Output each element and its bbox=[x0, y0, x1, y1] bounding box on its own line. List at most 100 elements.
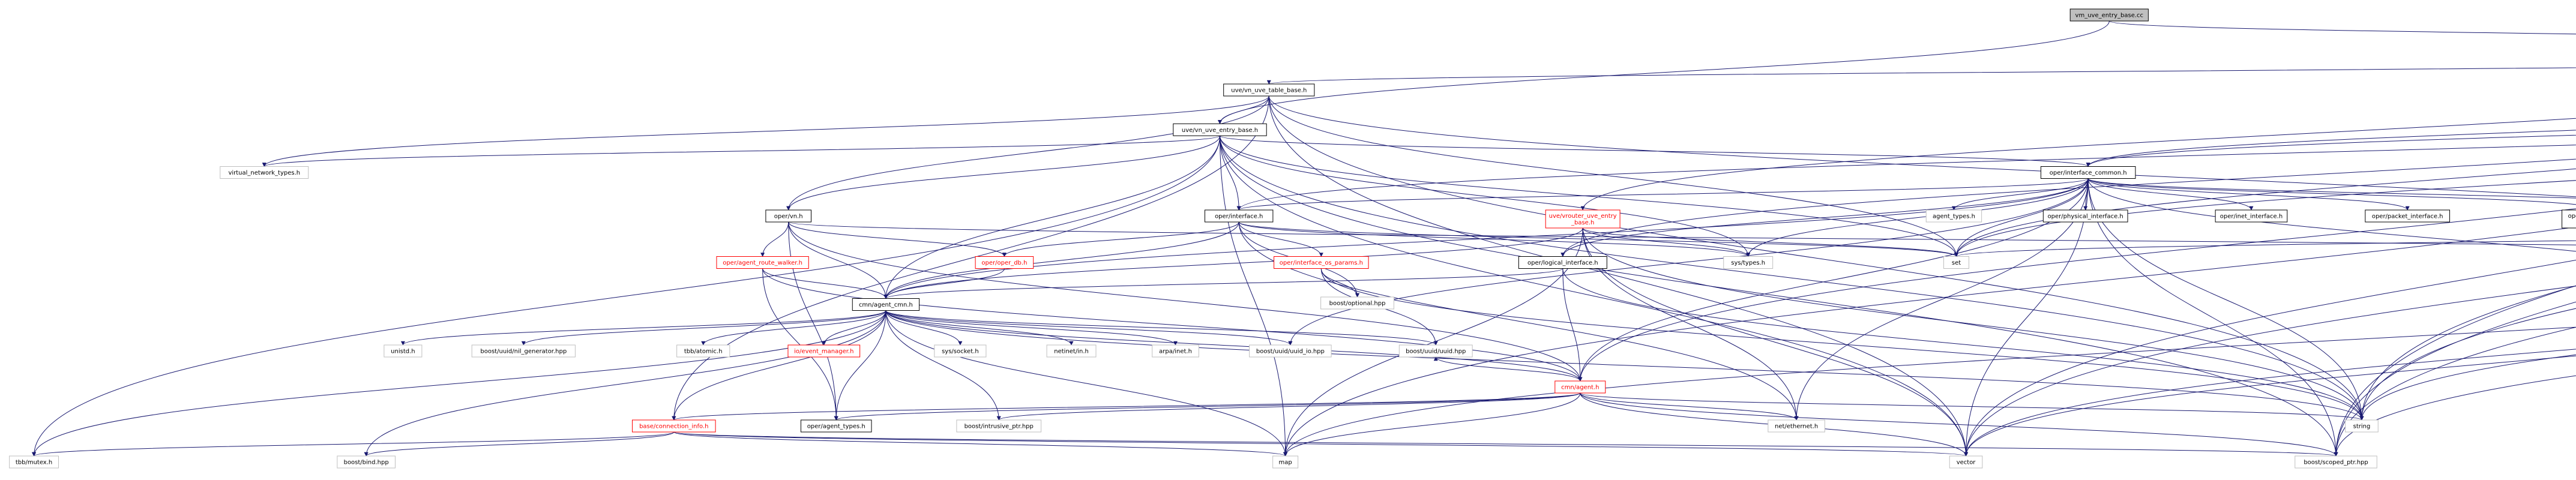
include-edge-oper_interface_common_h-to-cmn_agent_h bbox=[1578, 178, 2089, 382]
include-edge-cmn_agent_cmn_h-to-oper_agent_types_h bbox=[834, 310, 886, 421]
include-edge-uve_vrouter_uve_table_h-to-boost_scoped_ptr_hpp bbox=[2334, 301, 2576, 457]
node-oper-interface-common-h[interactable]: oper/interface_common.h bbox=[2040, 166, 2136, 179]
node-label: oper/vn.h bbox=[774, 214, 803, 220]
include-edge-uve_vn_uve_table_base_h-to-oper_vn_h bbox=[786, 95, 1269, 211]
node-uve-vn-uve-table-base-h[interactable]: uve/vn_uve_table_base.h bbox=[1223, 83, 1315, 97]
node-box bbox=[800, 419, 872, 433]
include-edge-base_connection_info_h-to-vector bbox=[673, 431, 1968, 457]
include-edge-uve_vn_uve_table_base_h-to-string bbox=[1268, 95, 2364, 421]
include-edge-cmn_agent_cmn_h-to-arpa_inet_h bbox=[885, 310, 1178, 346]
node-label: boost/uuid/nil_generator.hpp bbox=[480, 349, 567, 355]
include-edge-oper_interface_common_h-to-net_ethernet_h bbox=[1794, 178, 2089, 421]
node-uve-vrouter-uve-entry-base-h[interactable]: uve/vrouter_uve_entry_base.h bbox=[1545, 209, 1621, 229]
node-uve-vn-uve-entry-base-h[interactable]: uve/vn_uve_entry_base.h bbox=[1173, 123, 1267, 136]
include-edge-uve_vn_uve_table_base_h-to-virtual_network_types_h bbox=[262, 95, 1269, 167]
node-label: boost/intrusive_ptr.hpp bbox=[964, 424, 1034, 430]
node-vm-uve-entry-base-cc: vm_uve_entry_base.cc bbox=[2069, 8, 2149, 22]
node-layer: vm_uve_entry_base.ccuve/agent_uve_base.h… bbox=[9, 8, 2576, 469]
include-edge-uve_vn_uve_entry_base_h-to-oper_interface_h bbox=[1220, 136, 1241, 211]
node-box bbox=[384, 344, 423, 358]
node-oper-interface-os-params-h[interactable]: oper/interface_os_params.h bbox=[1274, 256, 1369, 269]
include-edge-cmn_agent_cmn_h-to-map bbox=[885, 310, 1288, 457]
include-edge-oper_interface_common_h-to-oper_interface_h bbox=[1237, 178, 2089, 211]
node-box bbox=[852, 298, 920, 311]
include-edge-cmn_agent_cmn_h-to-tbb_mutex_h bbox=[32, 310, 886, 457]
node-label: agent_types.h bbox=[1933, 214, 1975, 220]
include-edge-cmn_agent_h-to-map bbox=[1283, 392, 1581, 457]
include-edge-oper_interface_common_h-to-sys_types_h bbox=[1746, 178, 2089, 257]
node-oper-logical-interface-h[interactable]: oper/logical_interface.h bbox=[1518, 256, 1607, 269]
include-edge-uve_interface_uve_table_h-to-oper_interface_h bbox=[1236, 145, 2576, 211]
include-edge-oper_interface_common_h-to-vector bbox=[1964, 178, 2089, 457]
node-label: tbb/atomic.h bbox=[684, 349, 723, 355]
include-edge-uve_vn_uve_entry_base_h-to-oper_vn_h bbox=[786, 136, 1221, 211]
node-box bbox=[1249, 344, 1332, 358]
node-cmn-agent-h[interactable]: cmn/agent.h bbox=[1554, 380, 1606, 394]
node-label: virtual_network_types.h bbox=[228, 170, 300, 176]
include-edge-cmn_agent_h-to-oper_agent_types_h bbox=[834, 392, 1581, 421]
include-edge-oper_interface_os_params_h-to-boost_optional_hpp bbox=[1320, 268, 1360, 298]
node-label: uve/vn_uve_table_base.h bbox=[1231, 88, 1307, 94]
node-oper-inet-interface-h[interactable]: oper/inet_interface.h bbox=[2215, 209, 2288, 223]
include-edge-cmn_agent_cmn_h-to-boost_uuid_nil_generator_hpp bbox=[521, 310, 886, 346]
include-edge-cmn_agent_h-to-boost_uuid_uuid_hpp bbox=[1433, 356, 1581, 382]
include-edge-oper_vn_h-to-cmn_agent_h bbox=[788, 221, 1583, 382]
node-label: arpa/inet.h bbox=[1159, 349, 1192, 355]
include-edge-oper_interface_h-to-oper_oper_db_h bbox=[1002, 221, 1239, 257]
node-box bbox=[220, 166, 309, 179]
include-edge-uve_vm_uve_table_base_h-to-string bbox=[2359, 354, 2576, 421]
include-edge-uve_interface_uve_table_h-to-string bbox=[2359, 308, 2576, 421]
include-edge-uve_vn_uve_table_base_h-to-cmn_index_vector_h bbox=[1268, 95, 2576, 197]
include-edge-uve_vrouter_uve_entry_base_h-to-cmn_agent_cmn_h bbox=[883, 227, 1583, 299]
include-edge-cmn_agent_h-to-boost_scoped_ptr_hpp bbox=[1580, 392, 2338, 457]
node-oper-oper-db-h[interactable]: oper/oper_db.h bbox=[975, 256, 1034, 269]
node-label: boost/optional.hpp bbox=[1329, 301, 1386, 307]
node-oper-physical-interface-h[interactable]: oper/physical_interface.h bbox=[2042, 209, 2128, 223]
include-edge-oper_oper_db_h-to-cmn_agent_cmn_h bbox=[883, 268, 1005, 299]
node-label: oper/remote_physical_interface.h bbox=[2568, 213, 2576, 226]
node-base-connection-info-h[interactable]: base/connection_info.h bbox=[631, 419, 716, 433]
node-oper-interface-h[interactable]: oper/interface.h bbox=[1204, 209, 1274, 223]
node-label: boost/bind.hpp bbox=[344, 460, 389, 466]
node-label: vector bbox=[1957, 460, 1976, 466]
node-label: cmn/agent.h bbox=[1561, 385, 1599, 391]
node-box bbox=[1518, 256, 1607, 269]
node-box bbox=[2345, 419, 2379, 433]
node-cmn-agent-cmn-h[interactable]: cmn/agent_cmn.h bbox=[852, 298, 920, 311]
node-label: cmn/agent_cmn.h bbox=[859, 302, 913, 308]
include-edge-cmn_agent_cmn_h-to-sys_socket_h bbox=[885, 310, 963, 346]
node-oper-packet-interface-h[interactable]: oper/packet_interface.h bbox=[2365, 209, 2451, 223]
node-label: string bbox=[2353, 424, 2371, 430]
node-box bbox=[1554, 380, 1606, 394]
node-label: uve/vn_uve_entry_base.h bbox=[1182, 127, 1258, 134]
node-box bbox=[765, 209, 811, 223]
node-box bbox=[471, 344, 576, 358]
node-oper-agent-types-h[interactable]: oper/agent_types.h bbox=[800, 419, 872, 433]
node-oper-agent-route-walker-h[interactable]: oper/agent_route_walker.h bbox=[716, 256, 809, 269]
include-edge-oper_logical_interface_h-to-cmn_agent_cmn_h bbox=[883, 268, 1563, 299]
node-label: boost/uuid/uuid.hpp bbox=[1406, 349, 1466, 355]
node-tbb-atomic-h: tbb/atomic.h bbox=[676, 344, 730, 358]
node-box bbox=[631, 419, 716, 433]
include-edge-oper_interface_h-to-net_ethernet_h bbox=[1238, 221, 1799, 421]
node-io-event-manager-h[interactable]: io/event_manager.h bbox=[787, 344, 861, 358]
include-edge-oper_interface_common_h-to-oper_inet_interface_h bbox=[2087, 178, 2254, 211]
node-label: oper/interface_os_params.h bbox=[1280, 260, 1363, 266]
include-edge-cmn_agent_cmn_h-to-io_event_manager_h bbox=[822, 310, 886, 346]
node-label: boost/scoped_ptr.hpp bbox=[2304, 460, 2368, 466]
node-box bbox=[787, 344, 861, 358]
include-edge-uve_vn_uve_entry_base_h-to-boost_scoped_ptr_hpp bbox=[1220, 136, 2338, 457]
include-edge-uve_vrouter_uve_table_h-to-oper_logical_interface_h bbox=[1560, 158, 2576, 257]
include-edge-oper_interface_common_h-to-boost_scoped_ptr_hpp bbox=[2087, 178, 2338, 457]
node-label: oper/oper_db.h bbox=[981, 260, 1027, 266]
include-edge-cmn_agent_h-to-net_ethernet_h bbox=[1580, 392, 1799, 421]
node-oper-remote-physical-interface-h[interactable]: oper/remote_physical_interface.h bbox=[2562, 209, 2576, 229]
include-edge-cmn_agent_cmn_h-to-base_connection_info_h bbox=[672, 310, 886, 421]
node-oper-vn-h[interactable]: oper/vn.h bbox=[765, 209, 811, 223]
include-edge-uve_vn_uve_entry_base_h-to-map bbox=[1220, 136, 1288, 457]
node-box bbox=[1723, 256, 1774, 269]
include-edge-oper_logical_interface_h-to-cmn_agent_h bbox=[1562, 268, 1583, 382]
include-edge-oper_interface_common_h-to-vnc_cfg_types_h bbox=[2087, 178, 2576, 252]
include-edge-base_connection_info_h-to-boost_scoped_ptr_hpp bbox=[673, 431, 2338, 457]
